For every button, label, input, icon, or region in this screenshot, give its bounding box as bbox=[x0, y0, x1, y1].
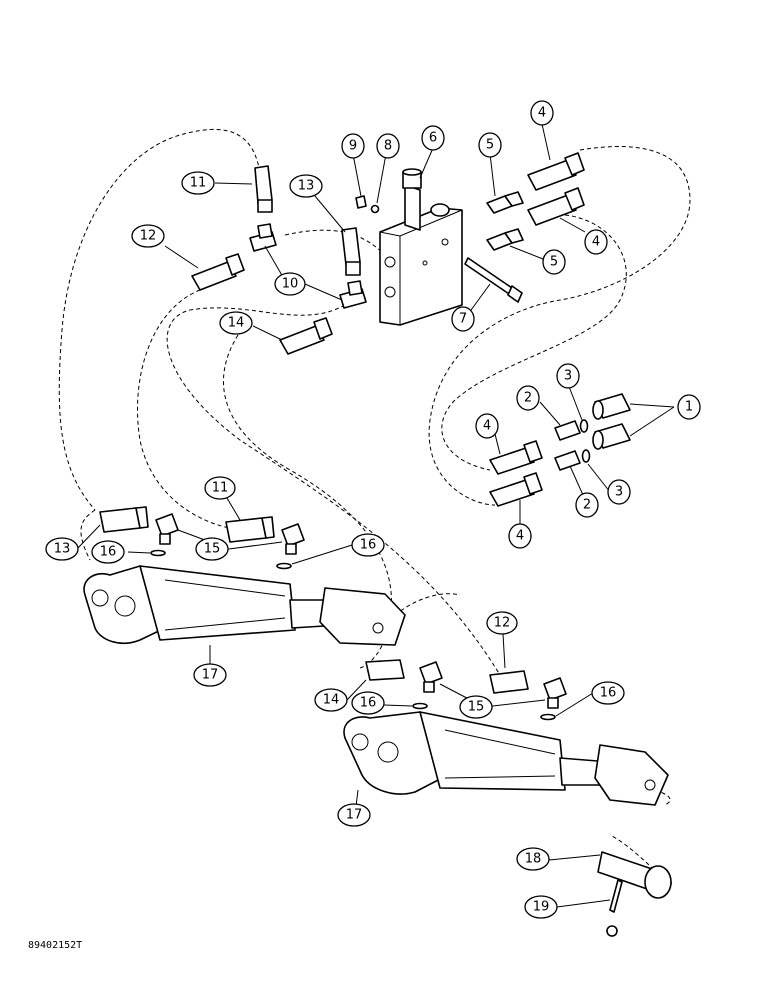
drawing-reference-number: 89402152T bbox=[28, 940, 82, 951]
callout-1: 1 bbox=[677, 394, 701, 420]
callout-7-label: 7 bbox=[459, 312, 467, 327]
callout-3: 3 bbox=[556, 363, 580, 389]
adapter-fittings-5 bbox=[486, 191, 524, 251]
callout-4: 4 bbox=[584, 229, 608, 255]
callout-14-label: 14 bbox=[228, 316, 245, 331]
hydraulic-cylinder-lower bbox=[343, 711, 669, 806]
callout-15: 15 bbox=[195, 537, 229, 561]
callout-11: 11 bbox=[181, 171, 215, 195]
callout-5-label: 5 bbox=[486, 138, 494, 153]
callout-11-label: 11 bbox=[212, 481, 229, 496]
callout-2: 2 bbox=[575, 492, 599, 518]
cylinder-1-fittings bbox=[99, 506, 305, 570]
hydraulic-cylinder-upper bbox=[83, 565, 406, 646]
callout-14: 14 bbox=[314, 688, 348, 712]
callout-14: 14 bbox=[219, 311, 253, 335]
callout-16-label: 16 bbox=[600, 686, 617, 701]
couplers-right bbox=[554, 393, 631, 471]
callout-7: 7 bbox=[451, 306, 475, 332]
tee-fittings-10 bbox=[249, 223, 367, 309]
callouts: 1 2 2 3 3 4 4 4 4 5 5 6 7 8 9 10 11 11 1… bbox=[45, 100, 701, 919]
callout-4: 4 bbox=[508, 523, 532, 549]
callout-16: 16 bbox=[91, 540, 125, 564]
callout-2-label: 2 bbox=[524, 391, 532, 406]
callout-19-label: 19 bbox=[533, 900, 550, 915]
valve-block bbox=[379, 168, 463, 326]
callout-10: 10 bbox=[274, 272, 306, 296]
callout-6-label: 6 bbox=[429, 131, 437, 146]
callout-4-label: 4 bbox=[516, 529, 524, 544]
callout-13: 13 bbox=[289, 174, 323, 198]
pin-and-cotter bbox=[597, 851, 672, 937]
callout-17: 17 bbox=[337, 803, 371, 827]
cylinder-2-fittings bbox=[365, 659, 567, 721]
callout-3: 3 bbox=[607, 479, 631, 505]
callout-17: 17 bbox=[193, 663, 227, 687]
callout-12-label: 12 bbox=[140, 229, 157, 244]
hose-ends-4-lower bbox=[489, 440, 543, 507]
callout-17-label: 17 bbox=[202, 668, 219, 683]
callout-15-label: 15 bbox=[204, 542, 221, 557]
callout-16: 16 bbox=[591, 681, 625, 705]
callout-4: 4 bbox=[475, 413, 499, 439]
callout-16: 16 bbox=[351, 533, 385, 557]
callout-15: 15 bbox=[459, 695, 493, 719]
callout-18-label: 18 bbox=[525, 852, 542, 867]
callout-2-label: 2 bbox=[583, 498, 591, 513]
callout-3-label: 3 bbox=[564, 369, 572, 384]
callout-11-label: 11 bbox=[190, 176, 207, 191]
plug-and-seal bbox=[355, 195, 380, 214]
callout-12-label: 12 bbox=[494, 616, 511, 631]
callout-5: 5 bbox=[542, 249, 566, 275]
callout-4-label: 4 bbox=[538, 106, 546, 121]
callout-10-label: 10 bbox=[282, 277, 299, 292]
callout-4-label: 4 bbox=[592, 235, 600, 250]
hose-ends-upper-left bbox=[191, 165, 361, 355]
callout-12: 12 bbox=[131, 224, 165, 248]
callout-8: 8 bbox=[376, 133, 400, 159]
callout-13: 13 bbox=[45, 537, 79, 561]
callout-5-label: 5 bbox=[550, 255, 558, 270]
callout-12: 12 bbox=[486, 611, 518, 635]
callout-14-label: 14 bbox=[323, 693, 340, 708]
callout-9-label: 9 bbox=[349, 139, 357, 154]
callout-8-label: 8 bbox=[384, 139, 392, 154]
callout-11: 11 bbox=[204, 476, 236, 500]
callout-3-label: 3 bbox=[615, 485, 623, 500]
hose-lines bbox=[58, 128, 691, 886]
hose-ends-4-upper bbox=[527, 152, 585, 226]
callout-13-label: 13 bbox=[298, 179, 315, 194]
bolt bbox=[464, 257, 523, 303]
callout-15-label: 15 bbox=[468, 700, 485, 715]
callout-6: 6 bbox=[421, 125, 445, 151]
callout-5: 5 bbox=[478, 132, 502, 158]
callout-19: 19 bbox=[524, 895, 558, 919]
callout-18: 18 bbox=[516, 847, 550, 871]
callout-4: 4 bbox=[530, 100, 554, 126]
callout-17-label: 17 bbox=[346, 808, 363, 823]
callout-2: 2 bbox=[516, 385, 540, 411]
callout-4-label: 4 bbox=[483, 419, 491, 434]
callout-16-label: 16 bbox=[360, 696, 377, 711]
callout-1-label: 1 bbox=[685, 400, 693, 415]
callout-16-label: 16 bbox=[360, 538, 377, 553]
callout-13-label: 13 bbox=[54, 542, 71, 557]
callout-16-label: 16 bbox=[100, 545, 117, 560]
callout-9: 9 bbox=[341, 133, 365, 159]
callout-16: 16 bbox=[351, 691, 385, 715]
